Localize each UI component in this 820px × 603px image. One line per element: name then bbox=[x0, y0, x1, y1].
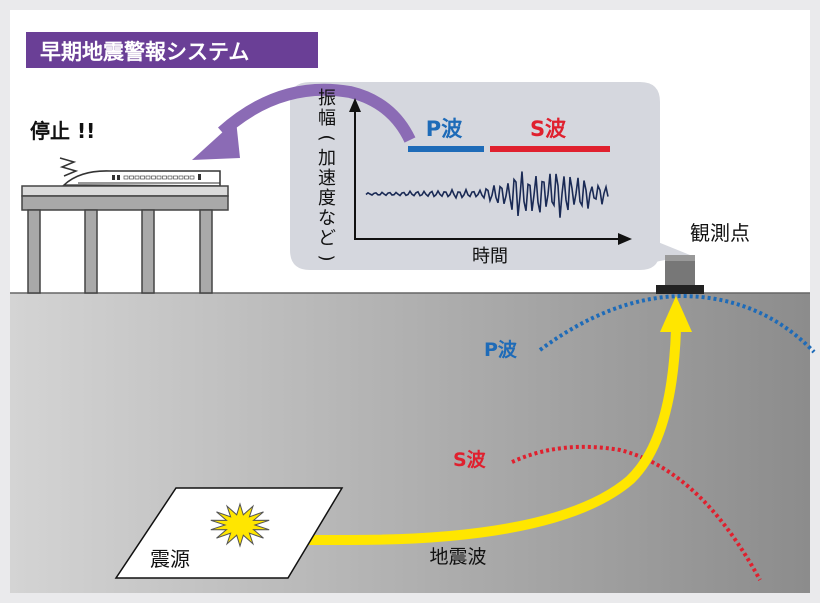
y-axis-label-char: 振 bbox=[318, 88, 336, 109]
y-axis-label-char: ) bbox=[316, 254, 337, 261]
train-window bbox=[129, 175, 134, 180]
train-window bbox=[123, 175, 129, 180]
train-window bbox=[145, 175, 151, 180]
train-window bbox=[140, 175, 145, 180]
legend-p-wave-bar bbox=[408, 146, 484, 152]
y-axis-label-char: 加 bbox=[318, 148, 336, 169]
train bbox=[62, 170, 221, 187]
train-window bbox=[167, 175, 173, 180]
y-axis-label-char: 幅 bbox=[318, 108, 336, 129]
seismic-wave-arrowhead bbox=[660, 296, 692, 332]
train-window bbox=[184, 175, 189, 180]
legend-s-wave-label: S波 bbox=[530, 117, 567, 141]
epicenter-label: 震源 bbox=[150, 547, 190, 571]
p-wave-label: P波 bbox=[484, 338, 518, 361]
y-axis-label-char: な bbox=[318, 208, 336, 229]
vibration-mark bbox=[59, 157, 79, 177]
train-window bbox=[162, 175, 167, 180]
s-wave-label: S波 bbox=[453, 448, 487, 471]
legend-s-wave-bar bbox=[490, 146, 610, 152]
train-window bbox=[178, 175, 184, 180]
seismic-wave-arrow bbox=[290, 329, 681, 545]
graph-x-axis-label: 時間 bbox=[472, 246, 508, 267]
seismogram-trace bbox=[365, 171, 609, 218]
y-axis-label-char: ど bbox=[318, 228, 336, 249]
train-window bbox=[134, 175, 140, 180]
ground bbox=[10, 293, 810, 593]
train-window bbox=[173, 175, 178, 180]
viaduct bbox=[21, 185, 229, 294]
y-axis-label-char: ( bbox=[316, 134, 337, 141]
y-axis-label-char: 速 bbox=[318, 168, 336, 189]
title-banner bbox=[26, 32, 318, 68]
graph-axes bbox=[349, 98, 632, 245]
p-wave-front bbox=[538, 293, 816, 354]
train-window bbox=[189, 175, 195, 180]
epicenter-burst-icon bbox=[210, 502, 270, 548]
train-window bbox=[151, 175, 156, 180]
legend-p-wave-label: P波 bbox=[426, 117, 463, 141]
page-title: 早期地震警報システム bbox=[40, 40, 249, 64]
earthquake-wave-label: 地震波 bbox=[429, 546, 486, 568]
observation-station bbox=[656, 255, 704, 294]
train-stop-label: 停止 !! bbox=[30, 119, 95, 143]
train-window bbox=[156, 175, 162, 180]
y-axis-label-char: 度 bbox=[318, 188, 336, 209]
station-label: 観測点 bbox=[690, 221, 750, 245]
warning-arrow bbox=[192, 83, 416, 160]
s-wave-front bbox=[511, 444, 762, 581]
